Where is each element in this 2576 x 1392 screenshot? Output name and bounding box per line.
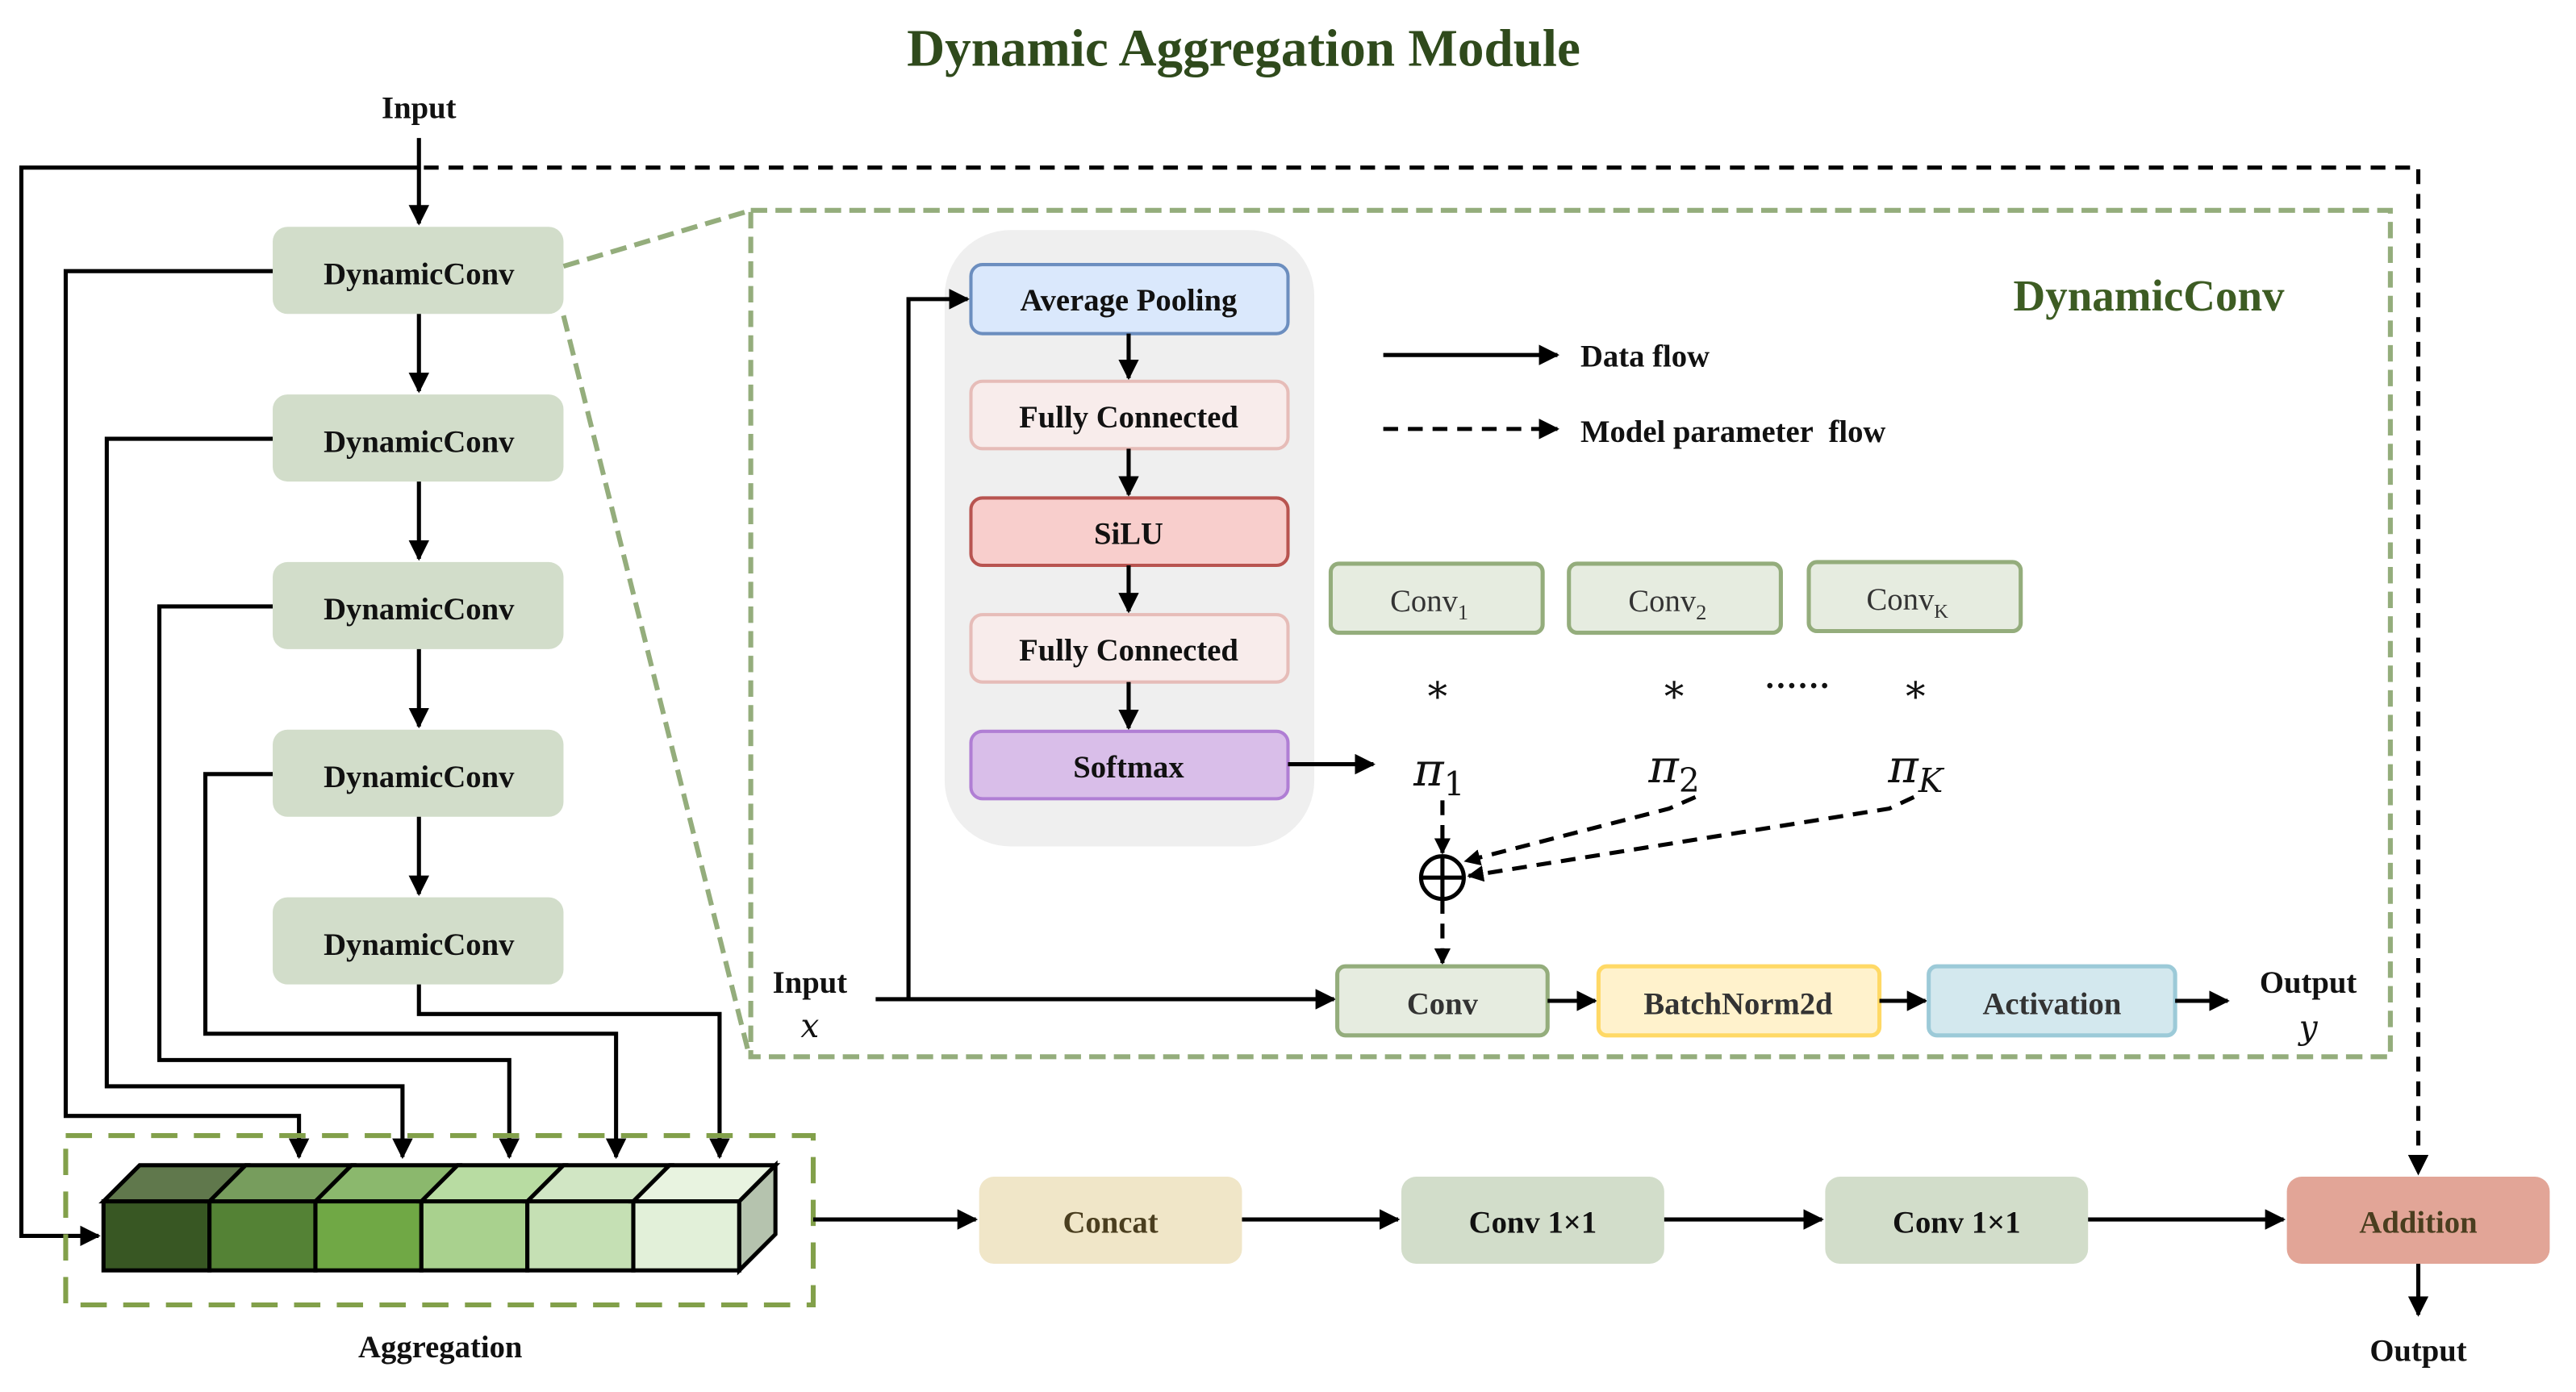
pi-subscript: 1 <box>1444 765 1465 803</box>
fully-connected-block-1[interactable]: Fully Connected <box>969 379 1290 451</box>
detail-output-var: y <box>2298 1008 2319 1047</box>
kernel-subscript: 2 <box>1696 600 1706 624</box>
aggregation-slice <box>313 1199 424 1273</box>
conv1x1-block-1[interactable]: Conv 1×1 <box>1401 1177 1664 1265</box>
legend-data-flow: Data flow <box>1580 340 1710 373</box>
output-label: Output <box>2369 1334 2466 1368</box>
multiply-symbol-1: * <box>1428 673 1447 719</box>
aggregation-block: Aggregation <box>63 1133 816 1365</box>
dynamicconv-label: DynamicConv <box>324 928 515 962</box>
dynamicconv-label: DynamicConv <box>324 258 515 292</box>
conv1x1-label: Conv 1×1 <box>1469 1206 1597 1240</box>
kernel-conv-2[interactable]: Conv2 <box>1567 561 1783 636</box>
aggregation-slice <box>631 1199 741 1273</box>
svg-text:ConvK: ConvK <box>1866 583 1948 623</box>
pi-subscript: 2 <box>1679 761 1700 800</box>
pi-symbol: π <box>1413 744 1445 797</box>
kernel-label: Conv <box>1866 583 1934 617</box>
conv-block[interactable]: Conv <box>1335 964 1550 1038</box>
aggregation-connectors <box>63 269 730 1160</box>
legend-param-flow: Model parameter flow <box>1580 415 1885 449</box>
activation-block[interactable]: Activation <box>1927 964 2177 1038</box>
softmax-block[interactable]: Softmax <box>969 729 1290 801</box>
legend: Data flow Model parameter flow <box>1383 340 1885 449</box>
conv-label: Conv <box>1407 987 1479 1021</box>
weight-pi-k: πK <box>1887 740 1944 800</box>
concat-label: Concat <box>1063 1206 1158 1240</box>
softmax-label: Softmax <box>1073 751 1184 785</box>
bottom-pipeline: Concat Conv 1×1 Conv 1×1 Addition Output <box>812 1177 2550 1368</box>
kernel-subscript: K <box>1934 601 1948 623</box>
batchnorm-label: BatchNorm2d <box>1643 987 1833 1021</box>
activation-label: Activation <box>1982 987 2121 1021</box>
dynamicconv-block-1[interactable]: DynamicConv <box>273 227 564 315</box>
aggregation-slice <box>419 1199 530 1273</box>
zoom-indicator-lines <box>561 207 752 1056</box>
addition-block[interactable]: Addition <box>2286 1177 2550 1265</box>
input-label: Input <box>382 92 457 126</box>
dynamicconv-detail-title: DynamicConv <box>2014 271 2286 320</box>
ellipsis: ······ <box>1764 668 1830 704</box>
svg-text:Conv1: Conv1 <box>1390 585 1468 624</box>
conv1x1-block-2[interactable]: Conv 1×1 <box>1825 1177 2089 1265</box>
dynamicconv-stack: DynamicConv DynamicConv DynamicConv Dyna… <box>273 227 564 985</box>
aggregation-slice <box>101 1199 212 1273</box>
fully-connected-block-2[interactable]: Fully Connected <box>969 613 1290 684</box>
multiply-symbol-k: * <box>1906 673 1925 719</box>
detail-input-var: x <box>800 1006 819 1045</box>
fully-connected-label: Fully Connected <box>1019 401 1238 435</box>
kernel-label: Conv <box>1628 585 1696 619</box>
avg-pooling-block[interactable]: Average Pooling <box>969 263 1290 335</box>
weight-pi-1: π1 <box>1413 744 1464 803</box>
residual-skip-dashed <box>424 165 2429 1176</box>
silu-label: SiLU <box>1094 517 1163 551</box>
aggregation-side-face <box>737 1160 778 1276</box>
pi-subscript: K <box>1918 761 1945 800</box>
dynamicconv-block-4[interactable]: DynamicConv <box>273 729 564 817</box>
kernel-subscript: 1 <box>1458 600 1468 624</box>
silu-block[interactable]: SiLU <box>969 496 1290 568</box>
svg-text:Conv2: Conv2 <box>1628 585 1706 624</box>
input-connectors <box>19 138 2429 1247</box>
weight-pi-2: π2 <box>1647 740 1699 800</box>
aggregation-label: Aggregation <box>358 1331 522 1365</box>
dynamicconv-label: DynamicConv <box>324 761 515 794</box>
conv1x1-label: Conv 1×1 <box>1893 1206 2021 1240</box>
batchnorm-block[interactable]: BatchNorm2d <box>1596 964 1882 1038</box>
multiply-symbol-2: * <box>1664 673 1684 719</box>
dynamicconv-block-2[interactable]: DynamicConv <box>273 394 564 482</box>
concat-block[interactable]: Concat <box>979 1177 1242 1265</box>
dynamicconv-label: DynamicConv <box>324 593 515 627</box>
pi-symbol: π <box>1647 740 1680 794</box>
addition-label: Addition <box>2359 1206 2477 1240</box>
avg-pooling-label: Average Pooling <box>1021 284 1238 318</box>
aggregation-tensor <box>98 1160 781 1276</box>
dynamicconv-label: DynamicConv <box>324 425 515 459</box>
dynamicconv-block-5[interactable]: DynamicConv <box>273 897 564 985</box>
kernel-conv-1[interactable]: Conv1 <box>1328 561 1545 636</box>
fully-connected-label: Fully Connected <box>1019 634 1238 668</box>
sum-node <box>1418 854 1466 902</box>
diagram-title: Dynamic Aggregation Module <box>907 19 1580 77</box>
detail-input-label: Input <box>773 966 848 1000</box>
aggregation-slice <box>525 1199 636 1273</box>
kernel-label: Conv <box>1390 585 1458 619</box>
kernel-conv-k[interactable]: ConvK <box>1806 560 2023 634</box>
aggregation-slice <box>207 1199 318 1273</box>
pi-symbol: π <box>1887 740 1919 794</box>
dynamicconv-block-3[interactable]: DynamicConv <box>273 561 564 649</box>
detail-output-label: Output <box>2260 966 2357 1000</box>
dynamicconv-detail-panel: DynamicConv Average Pooling Fully Connec… <box>748 207 2393 1060</box>
